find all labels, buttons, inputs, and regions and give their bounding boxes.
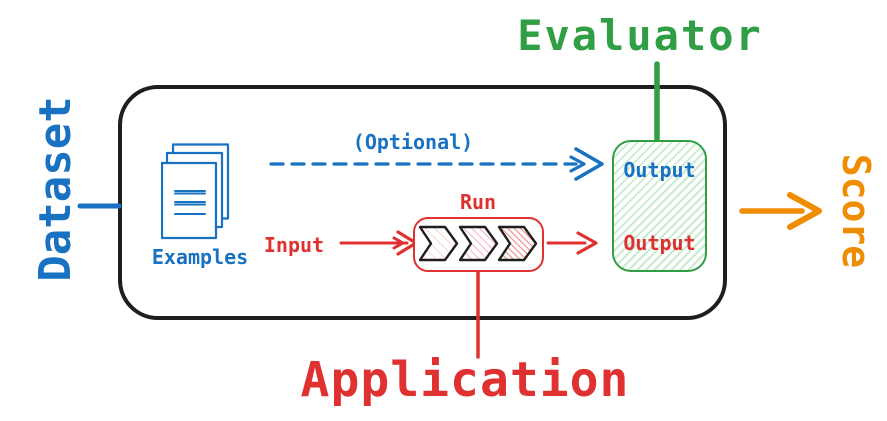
evaluator-label: Evaluator [517, 11, 763, 60]
experiment-box [118, 85, 727, 320]
dataset-label: Dataset [30, 96, 81, 282]
run-label: Run [459, 190, 497, 214]
input-label: Input [263, 233, 325, 257]
evaluator-box: Output Output [612, 140, 707, 272]
score-label: Score [834, 153, 878, 269]
run-box [413, 217, 544, 272]
examples-documents-icon [161, 143, 230, 240]
run-output-label: Output [623, 231, 696, 255]
optional-label: (Optional) [352, 130, 474, 154]
optional-output-label: Output [623, 158, 696, 182]
application-label: Application [300, 352, 630, 408]
run-chevrons-icon [418, 225, 538, 262]
score-arrow [739, 192, 822, 230]
examples-label: Examples [151, 245, 249, 269]
